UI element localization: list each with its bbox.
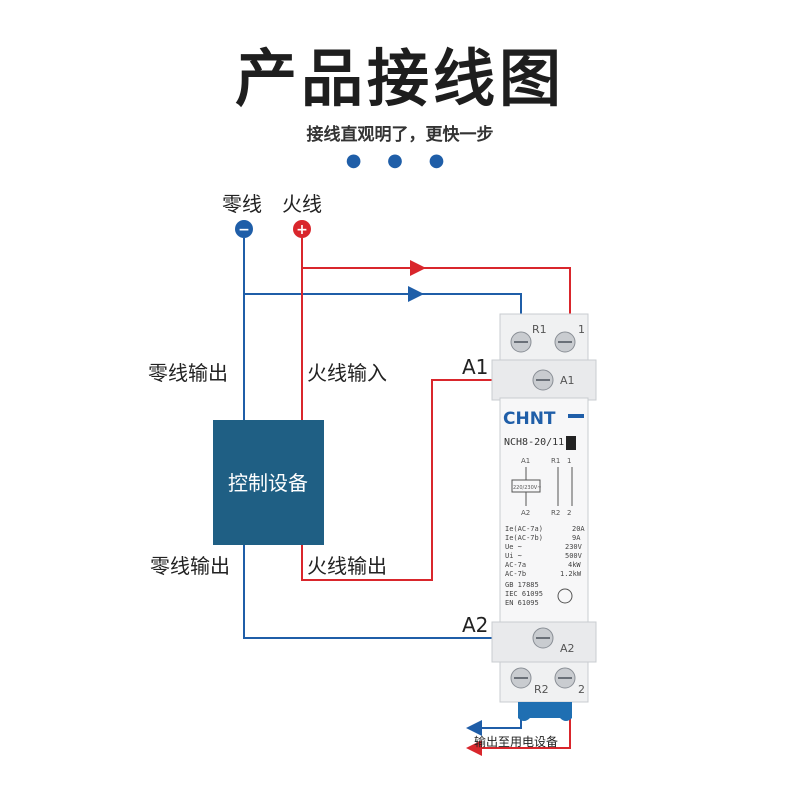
contactor-face xyxy=(499,397,589,623)
contactor-schematic xyxy=(511,467,573,506)
contactor-label-a2: A2 xyxy=(560,642,575,655)
a2-label: A2 xyxy=(462,613,488,637)
standard-text: IEC 61095 xyxy=(505,590,543,598)
neutral-out-bottom-label: 零线输出 xyxy=(150,554,230,578)
spec-value: 1.2kW xyxy=(560,570,582,578)
live-wire-to-a1 xyxy=(301,379,538,581)
live-out-label: 火线输出 xyxy=(307,554,387,578)
a1-label: A1 xyxy=(462,355,488,379)
spec-name: Ie(AC-7a) xyxy=(505,525,543,533)
schematic-1: 1 xyxy=(567,457,571,465)
schematic-r1: R1 xyxy=(551,457,560,465)
spec-name: AC-7b xyxy=(505,570,526,578)
brand-logo: CHNT xyxy=(503,409,556,429)
spec-value: 9A xyxy=(572,534,581,542)
schematic-2: 2 xyxy=(567,509,571,517)
page-title: 产品接线图 xyxy=(234,42,565,115)
output-to-device-label: 输出至用电设备 xyxy=(474,734,558,749)
neutral-terminal-label: 零线 xyxy=(222,192,262,216)
contactor-label-2: 2 xyxy=(578,683,585,696)
standard-text: EN 61095 xyxy=(505,599,539,607)
live-wire-terminal-1-drop xyxy=(422,267,571,330)
contactor-label-a1: A1 xyxy=(560,374,575,387)
ccc-mark-icon xyxy=(557,588,573,604)
decorative-dots: ● ● ● xyxy=(345,150,455,171)
neutral-terminal-icon xyxy=(235,220,253,238)
din-rail-clip xyxy=(518,702,572,721)
live-terminal-symbol: + xyxy=(296,222,308,238)
contactor-label-r2: R2 xyxy=(534,683,549,696)
spec-value: 4kW xyxy=(568,561,581,569)
neutral-wire-to-a2 xyxy=(243,545,538,639)
spec-name: AC-7a xyxy=(505,561,526,569)
spec-table: Ie(AC-7a) 20A Ie(AC-7b) 9A Ue ~ 230V Ui … xyxy=(505,525,585,607)
spec-value: 20A xyxy=(572,525,585,533)
standard-text: GB 17885 xyxy=(505,581,539,589)
spec-value: 500V xyxy=(565,552,583,560)
live-terminal-icon xyxy=(293,220,311,238)
schematic-a2: A2 xyxy=(521,509,530,517)
neutral-terminal-symbol: − xyxy=(238,222,250,238)
spec-value: 230V xyxy=(565,543,583,551)
contactor-label-r1: R1 xyxy=(532,323,547,336)
indicator-window xyxy=(566,436,576,450)
contactor-label-1: 1 xyxy=(578,323,585,336)
page-subtitle: 接线直观明了，更快一步 xyxy=(306,125,494,145)
live-in-label: 火线输入 xyxy=(307,361,387,385)
schematic-r2: R2 xyxy=(551,509,560,517)
spec-name: Ue ~ xyxy=(505,543,522,551)
spec-name: Ie(AC-7b) xyxy=(505,534,543,542)
model-number: NCH8-20/11 xyxy=(504,437,564,448)
schematic-a1: A1 xyxy=(521,457,530,465)
live-terminal-label: 火线 xyxy=(282,192,322,216)
control-device-box xyxy=(213,420,324,545)
contactor: R1 1 A1 CHNT NCH8-20/11 A1 R1 1 220/230V… xyxy=(491,313,597,721)
spec-name: Ui ~ xyxy=(505,552,522,560)
neutral-out-top-label: 零线输出 xyxy=(148,361,228,385)
schematic-coil-rating: 220/230V~ xyxy=(513,485,541,491)
control-device-label: 控制设备 xyxy=(228,471,308,495)
